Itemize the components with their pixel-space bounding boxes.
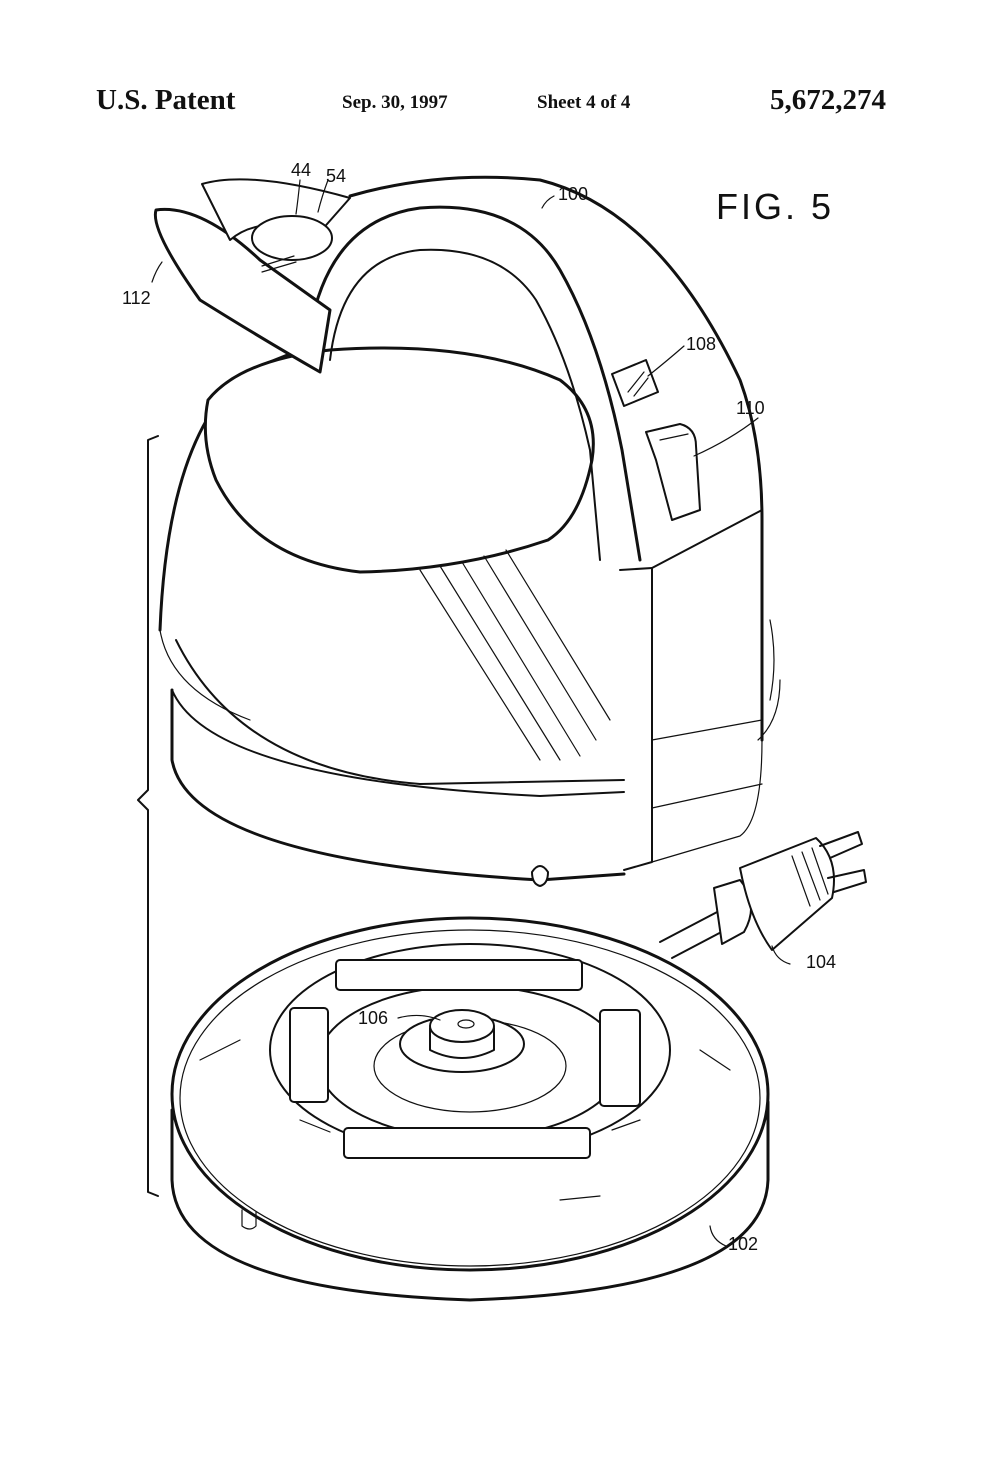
kettle-band-left-edge [159, 629, 251, 721]
kettle-body [153, 175, 781, 887]
ref-label-102: 102 [728, 1234, 759, 1254]
leader-108 [647, 345, 685, 377]
header-date: Sep. 30, 1997 [342, 92, 448, 113]
base-raised-segment-left [289, 1007, 329, 1103]
kettle-lid [203, 346, 595, 574]
plug-prong-upper [819, 831, 863, 859]
ref-label-44: 44 [291, 160, 312, 180]
plug-grip-ribs [791, 847, 829, 907]
kettle-housing-edge [651, 509, 763, 569]
kettle-body-shading [419, 549, 611, 761]
base-inner-rim [179, 929, 761, 1267]
base-shading [199, 1039, 731, 1201]
plug-body [739, 837, 835, 951]
base-raised-segment-top [335, 959, 583, 991]
kettle-housing-front [619, 567, 653, 871]
leader-110 [693, 417, 759, 457]
base-connector-top [429, 1009, 495, 1043]
kettle-power-switch [645, 423, 701, 521]
ref-label-106: 106 [358, 1008, 389, 1028]
kettle-filter-slots [261, 255, 297, 273]
kettle-filter-window [251, 215, 333, 261]
ref-label-112: 112 [122, 288, 151, 308]
base-raised-segment-bottom [343, 1127, 591, 1159]
ref-label-54: 54 [326, 166, 347, 186]
base-cord-notch [241, 1209, 257, 1230]
base-connector-pin [457, 1019, 475, 1029]
kettle-rear-housing-outline [348, 175, 764, 742]
leader-112 [151, 261, 163, 283]
kettle-right-rim [757, 619, 781, 741]
indicator-light-hatching [627, 371, 649, 397]
kettle-base-foot [531, 865, 549, 887]
assembly-brace [137, 435, 159, 1197]
leader-44 [295, 179, 301, 215]
leader-104 [771, 945, 791, 965]
figure-label: FIG. 5 [716, 186, 835, 227]
base-top-rim [170, 916, 770, 1272]
ref-label-104: 104 [806, 952, 837, 972]
power-cord [659, 831, 867, 959]
kettle-handle-outer [308, 205, 642, 562]
leader-100 [541, 195, 555, 209]
kettle-spout [153, 207, 332, 374]
leader-102 [709, 1225, 727, 1247]
ref-label-110: 110 [736, 398, 765, 418]
header-patent-label: U.S. Patent [96, 84, 236, 116]
plug-prong-lower [827, 869, 867, 893]
base-side-wall [170, 1100, 770, 1302]
kettle-handle-inner [329, 248, 601, 561]
power-base [170, 916, 770, 1302]
header-sheet-number: Sheet 4 of 4 [537, 92, 631, 113]
leader-54 [317, 179, 329, 213]
ref-label-108: 108 [686, 334, 717, 354]
base-raised-segment-right [599, 1009, 641, 1107]
header-patent-number: 5,672,274 [770, 84, 886, 116]
ref-label-100: 100 [558, 184, 589, 204]
leader-106 [397, 1014, 441, 1021]
kettle-housing-bands [651, 719, 763, 863]
leader-lines [151, 179, 791, 1247]
switch-top-edge [659, 433, 689, 441]
kettle-dome-bottom [175, 639, 625, 785]
kettle-lower-band [170, 688, 626, 882]
kettle-band-top-edge [171, 689, 625, 797]
